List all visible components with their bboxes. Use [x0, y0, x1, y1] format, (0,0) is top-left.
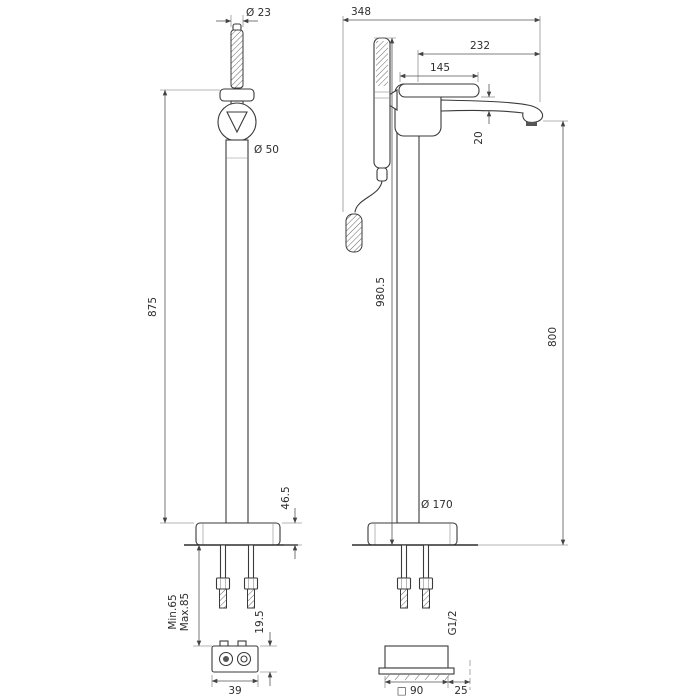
handle-length-label: 145	[430, 62, 450, 74]
spout-tip-drop-label: 20	[473, 131, 485, 144]
front-handshower	[219, 23, 255, 102]
column-height-label: 875	[147, 297, 159, 317]
dim-pipe-offset: 25	[447, 679, 471, 697]
side-column	[396, 87, 420, 524]
dim-box-size: □ 90	[384, 676, 449, 697]
side-handshower	[345, 37, 398, 253]
install-max-label: Max.85	[179, 593, 191, 631]
connection-thread-label: G1/2	[447, 610, 459, 635]
front-mixer-body	[217, 100, 257, 142]
dim-overall-reach: 348	[342, 6, 541, 212]
box-depth-label: 19.5	[254, 610, 266, 633]
dim-handle-length: 145	[399, 62, 479, 82]
side-view: 348 232 145 20 980.5 800	[342, 6, 568, 697]
base-diameter-label: Ø 170	[421, 499, 453, 511]
front-mounting-box-detail	[211, 640, 259, 673]
side-mounting-studs	[396, 544, 434, 609]
handshower-diameter-label: Ø 23	[246, 7, 271, 19]
dim-column-diameter: Ø 50	[254, 144, 279, 156]
side-mixer-head	[394, 83, 544, 137]
spout-reach-label: 232	[470, 40, 490, 52]
box-width-label: 39	[228, 685, 241, 697]
dim-box-depth: 19.5	[254, 610, 277, 686]
dim-install-depth: Min.65 Max.85	[167, 544, 212, 647]
side-mounting-box-detail	[378, 645, 471, 690]
dim-spout-tip-drop: 20	[473, 84, 495, 145]
box-size-label: □ 90	[397, 685, 424, 697]
dim-base-diameter: Ø 170	[421, 499, 453, 511]
spout-height-label: 800	[547, 327, 559, 347]
column-diameter-label: Ø 50	[254, 144, 279, 156]
dim-spout-height: 800	[543, 120, 568, 546]
total-height-label: 980.5	[375, 277, 387, 307]
front-column	[225, 139, 249, 524]
install-min-label: Min.65	[167, 594, 179, 629]
front-base-plate	[184, 522, 298, 546]
overall-reach-label: 348	[351, 6, 371, 18]
side-base-plate	[352, 522, 568, 546]
pipe-offset-label: 25	[454, 685, 467, 697]
base-height-label: 46.5	[280, 486, 292, 509]
dim-connection-thread: G1/2	[447, 610, 459, 635]
dim-column-height: 875	[147, 89, 220, 524]
front-view: Ø 23 Ø 50 875 46.5 Min.65 Max.85	[147, 7, 302, 697]
dim-handshower-diameter: Ø 23	[216, 7, 271, 27]
dim-box-width: 39	[211, 675, 259, 697]
front-mounting-studs	[215, 544, 259, 609]
dim-spout-reach: 232	[417, 40, 541, 82]
dim-base-height: 46.5	[280, 486, 302, 559]
dim-total-height: 980.5	[374, 37, 396, 546]
